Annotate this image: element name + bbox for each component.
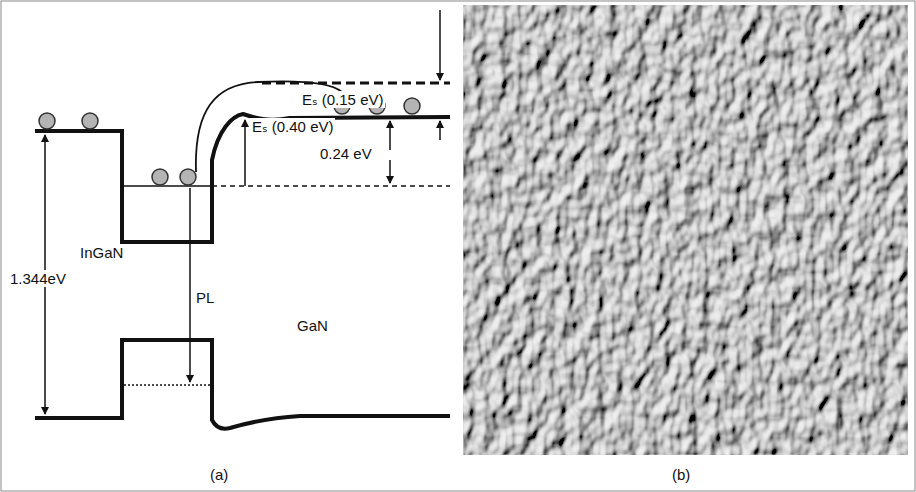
- level-extension: [212, 185, 450, 187]
- band-label: PL: [194, 289, 216, 306]
- band-label: 1.344eV: [8, 270, 68, 287]
- panel-label: (b): [670, 466, 692, 483]
- valence-band: [35, 340, 450, 429]
- band-label: GaN: [295, 317, 330, 334]
- band-label: 0.24 eV: [318, 145, 374, 162]
- band-label: InGaN: [78, 244, 125, 261]
- conduction-band: [35, 114, 450, 242]
- electrons: [39, 98, 420, 185]
- hole-level: [124, 384, 210, 386]
- band-label: Eₛ (0.15 eV): [300, 91, 385, 108]
- band-label: Eₛ (0.40 eV): [250, 118, 335, 135]
- energy-arrows: [45, 10, 440, 414]
- afm-image: [463, 5, 908, 455]
- panel-label: (a): [208, 466, 230, 483]
- electron-level: [124, 185, 210, 187]
